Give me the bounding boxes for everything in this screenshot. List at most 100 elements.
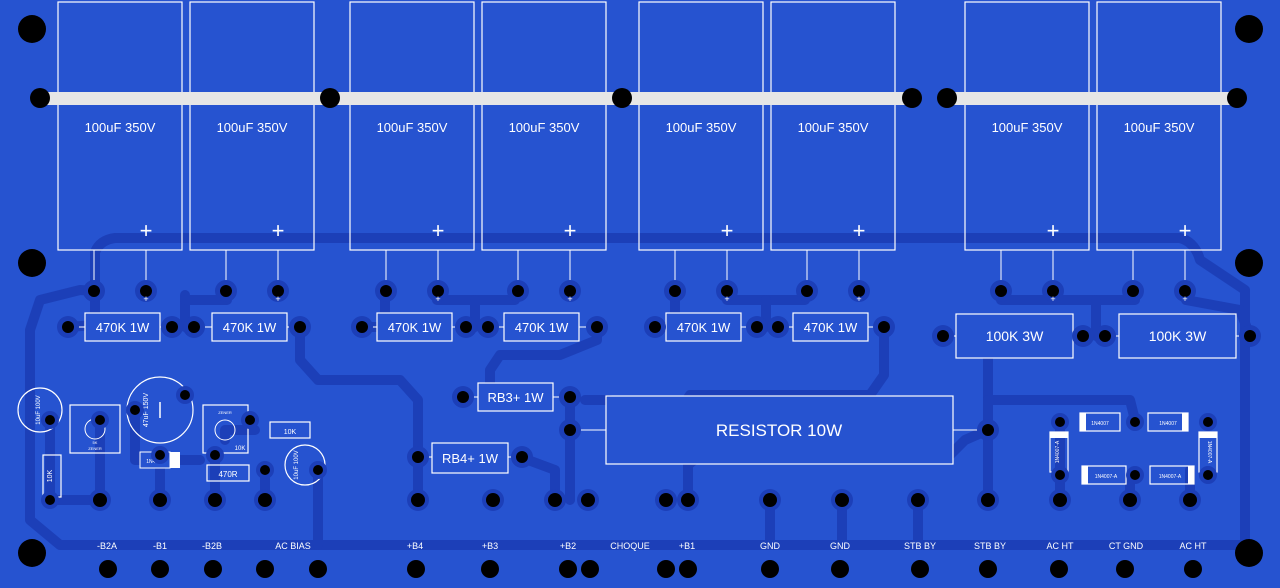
connector-terminal-pad[interactable] — [1116, 560, 1134, 578]
capacitor-1: 100uF 350V + — [57, 1, 183, 291]
capacitor-minus-pad — [507, 280, 529, 302]
connector-label: GND — [830, 541, 851, 551]
resistor-2: 470K 1W — [183, 312, 311, 342]
rb3-resistor: RB3+ 1W — [452, 382, 581, 412]
connector-terminal-pad[interactable] — [309, 560, 327, 578]
connector-terminal-pad[interactable] — [911, 560, 929, 578]
capacitor-bank: 100uF 350V +100uF 350V +100uF 350V +100uF 3… — [57, 1, 1222, 291]
connector-terminal-pad[interactable] — [761, 560, 779, 578]
rb4-resistor: RB4+ 1W — [407, 442, 533, 474]
pad-plus-mark: + — [275, 294, 280, 304]
connector-label: -B1 — [153, 541, 167, 551]
upper-pad-row — [89, 489, 1201, 511]
rb4-label: RB4+ 1W — [442, 451, 499, 466]
trim-left-a: 5K — [93, 440, 98, 445]
connector-terminal-pad[interactable] — [151, 560, 169, 578]
capacitor-pads: + + + + + + + + — [83, 280, 1196, 304]
connector-label: +B4 — [407, 541, 423, 551]
connector-label: -B2B — [202, 541, 222, 551]
connector-terminal-pad[interactable] — [979, 560, 997, 578]
left-small-pads — [41, 386, 327, 509]
resistor-6: 470K 1W — [767, 312, 895, 342]
capacitor-plus-pad: + — [267, 280, 289, 304]
connector-terminal-pad[interactable] — [99, 560, 117, 578]
capacitor-plus-pad: + — [716, 280, 738, 304]
resistor-label: 470K 1W — [96, 320, 150, 335]
diode-bridge: 1N4007 1N4007 1N4007-A 1N4007-A 1N4007-A… — [1049, 412, 1218, 485]
connector-terminal-pad[interactable] — [204, 560, 222, 578]
pad-plus-mark: + — [435, 294, 440, 304]
connector-label: GND — [760, 541, 781, 551]
resistor-label: 470K 1W — [515, 320, 569, 335]
trim-right-b: 10K — [235, 446, 246, 452]
capacitor-label: 100uF 350V — [85, 120, 156, 135]
capacitor-minus-pad — [375, 280, 397, 302]
c-left-label: 10uF 100V — [36, 395, 42, 424]
connector-label: CT GND — [1109, 541, 1144, 551]
capacitor-plus-pad: + — [1042, 280, 1064, 304]
pad-plus-mark: + — [143, 294, 148, 304]
diode-right-3: 1N4007-A — [1055, 440, 1061, 463]
capacitor-label: 100uF 350V — [217, 120, 288, 135]
resistor-5: 470K 1W — [644, 312, 768, 342]
connector-terminal-pad[interactable] — [481, 560, 499, 578]
resistor-label: 100K 3W — [1149, 328, 1207, 344]
capacitor-label: 100uF 350V — [377, 120, 448, 135]
resistor-3: 470K 1W — [351, 312, 477, 342]
pad-plus-mark: + — [1050, 294, 1055, 304]
capacitor-plus-mark: + — [721, 218, 734, 243]
pad-plus-mark: + — [856, 294, 861, 304]
diode-right-6: 1N4007-A — [1159, 474, 1182, 480]
left-small-components: 10uF 100V 5K ZENER 47uF 150V ZENER 10K 1… — [17, 376, 326, 498]
diode-right-5: 1N4007-A — [1095, 474, 1118, 480]
capacitor-minus-pad — [1122, 280, 1144, 302]
r-470r-label: 470R — [218, 470, 237, 479]
capacitor-4: 100uF 350V+ — [481, 1, 607, 291]
resistor-8: 100K 3W — [1094, 313, 1261, 359]
connector-terminal-pad[interactable] — [559, 560, 577, 578]
resistor-label: 470K 1W — [804, 320, 858, 335]
capacitor-plus-mark: + — [564, 218, 577, 243]
r-10k-a-label: 10K — [284, 429, 297, 436]
c-mid-label: 47uF 150V — [143, 393, 150, 428]
capacitor-3: 100uF 350V+ — [349, 1, 475, 291]
diode-right-2: 1N4007 — [1159, 421, 1177, 427]
bus-bars — [40, 92, 1237, 105]
mounting-holes — [18, 15, 1263, 567]
connector-terminal-pad[interactable] — [407, 560, 425, 578]
connector-terminal-pad[interactable] — [831, 560, 849, 578]
capacitor-plus-pad: + — [1174, 280, 1196, 304]
resistor-label: 470K 1W — [388, 320, 442, 335]
connector-label: AC HT — [1047, 541, 1075, 551]
connector-label: -B2A — [97, 541, 117, 551]
rb3-label: RB3+ 1W — [488, 390, 545, 405]
connector-terminal-pad[interactable] — [657, 560, 675, 578]
connector-label: AC BIAS — [275, 541, 311, 551]
capacitor-label: 100uF 350V — [798, 120, 869, 135]
connector-label: AC HT — [1180, 541, 1208, 551]
trim-left-b: ZENER — [88, 446, 102, 451]
connector-terminal-pad[interactable] — [679, 560, 697, 578]
resistor-row: 470K 1W 470K 1W 470K 1W 470K 1W 470K 1W 470K … — [57, 312, 1261, 359]
capacitor-5: 100uF 350V+ — [638, 1, 764, 291]
connector-terminal-pad[interactable] — [1184, 560, 1202, 578]
connector-terminal-pad[interactable] — [256, 560, 274, 578]
connector-terminal-pad[interactable] — [1050, 560, 1068, 578]
resistor-7: 100K 3W — [932, 313, 1094, 359]
resistor-label: 470K 1W — [223, 320, 277, 335]
capacitor-plus-pad: + — [559, 280, 581, 304]
connector-terminal-pad[interactable] — [581, 560, 599, 578]
capacitor-plus-mark: + — [853, 218, 866, 243]
capacitor-plus-pad: + — [427, 280, 449, 304]
capacitor-plus-mark: + — [140, 218, 153, 243]
resistor-label: 470K 1W — [677, 320, 731, 335]
capacitor-plus-mark: + — [1179, 218, 1192, 243]
bus-bar-end-pads — [30, 88, 1247, 108]
capacitor-minus-pad — [796, 280, 818, 302]
big-resistor-10w: RESISTOR 10W — [559, 395, 999, 465]
connector-label: +B1 — [679, 541, 695, 551]
connector-label: CHOQUE — [610, 541, 650, 551]
c-right-label: 10uF 100V — [294, 450, 300, 479]
